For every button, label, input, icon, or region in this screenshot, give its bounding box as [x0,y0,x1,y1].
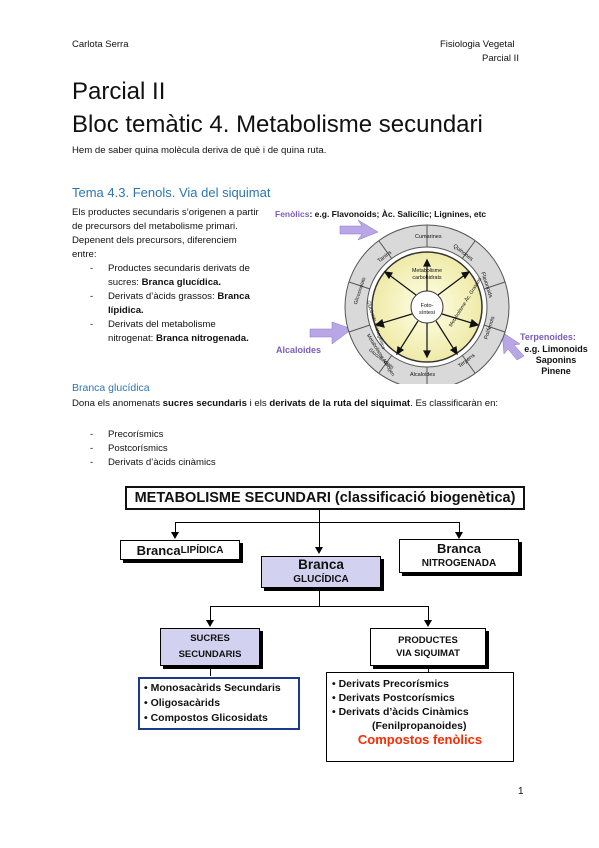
connector [319,522,320,548]
right-list-box: • Derivats Precorísmics • Derivats Postc… [326,672,514,762]
phenolics-caption: Fenòlics: e.g. Flavonoids; Àc. Salicílic… [275,209,486,219]
right-list-item: (Fenilpropanoides) [372,720,467,732]
header-course: Fisiologia Vegetal [440,39,515,50]
connector [319,588,320,606]
branch-type: GLUCÍDICA [293,574,349,585]
arrow-down-icon [206,620,214,627]
terpenoids-label: Terpenoides: [520,332,576,342]
intro-text: Dona els anomenats [72,398,163,409]
arrow-down-icon [424,620,432,627]
connector [210,606,211,620]
productes-siquimat-box: PRODUCTES VIA SIQUIMAT [370,628,486,666]
center-label-line: Foto- [420,303,434,309]
list-item-bold: Branca nitrogenada. [156,333,249,344]
branch-word: Branca [436,541,482,556]
branch-word: Branca [136,542,181,558]
phenolics-arrow [339,219,379,241]
terpenoid-example: Saponins [535,355,577,365]
subsection-intro: Dona els anomenats sucres secundaris i e… [72,397,532,411]
connector [210,666,211,676]
list-item: Derivats d’àcids grassos: Branca lípidic… [72,290,260,318]
box-line: SUCRES [190,633,230,644]
list-item: Precorísmics [72,428,216,442]
study-note: Hem de saber quina molècula deriva de qu… [72,145,327,156]
connector [459,522,460,532]
intro-bold: derivats de la ruta del siquimat [269,398,411,409]
connector [175,522,176,532]
connector [319,510,320,522]
section-heading: Tema 4.3. Fenols. Via del siquimat [72,185,271,200]
terpenoids-arrow [501,331,525,361]
left-list-item: • Monosacàrids Secundaris [144,682,281,694]
diagram-title-box: METABOLISME SECUNDARI (classificació bio… [125,486,525,510]
arrow-down-icon [171,532,179,539]
branch-word: Branca [298,557,344,572]
right-list-item: • Derivats d’àcids Cinàmics [332,706,469,718]
fenolic-compounds-label: Compostos fenòlics [357,732,483,747]
sector-lines [348,225,506,384]
intro-text: i els [246,398,270,409]
connector [428,606,429,620]
branch-list: Productes secundaris derivats de sucres:… [72,262,260,346]
intro-bold: sucres secundaris [162,398,247,409]
phenolics-examples: : e.g. Flavonoids; Àc. Salicílic; Lignin… [309,209,487,219]
section-intro: Els productes secundaris s’origenen a pa… [72,207,259,260]
wheel-diagram [309,219,525,384]
left-list-item: • Oligosacàrids [144,697,221,709]
arrow-down-icon [315,547,323,554]
arrow-down-icon [455,532,463,539]
header-exam: Parcial II [482,53,519,64]
subsection-list: Precorísmics Postcorísmics Derivats d’àc… [72,428,216,470]
page-number: 1 [518,786,524,797]
connector [210,606,428,607]
sector-label-alcaloides: Alcaloides [410,372,436,378]
terpenoid-example: Pinene [541,366,571,376]
list-item: Postcorísmics [72,442,216,456]
list-item-bold: Branca lípidica. [108,291,250,316]
right-list-item: • Derivats Precorísmics [332,678,449,690]
connector [175,522,459,523]
alkaloids-arrow [309,321,353,345]
carbohydrate-label: Metabolisme carbohidrats [400,268,454,282]
section-intro-block: Els productes secundaris s’origenen a pa… [72,206,260,346]
sector-label-cumarines: Cumarines [415,234,442,240]
alkaloids-label: Alcaloides [276,345,322,355]
branch-lipid-box: Branca LIPÍDICA [120,540,240,560]
terpenoid-example: e.g. Limonoids [524,344,588,354]
page-title: Parcial II [72,78,166,105]
terpenoid-examples: e.g. Limonoids Saponins Pinene [514,344,598,377]
list-item: Derivats d’àcids cinàmics [72,456,216,470]
page-subtitle: Bloc temàtic 4. Metabolisme secundari [72,111,483,138]
box-line: PRODUCTES [398,635,458,646]
branch-type: LIPÍDICA [180,544,224,556]
box-line: SECUNDARIS [178,649,242,660]
box-line: VIA SIQUIMAT [396,648,460,659]
list-item-bold: Branca glucídica. [141,277,222,288]
carbohydrate-label-line: carbohidrats [412,275,442,281]
intro-text: . Es classificaràn en: [410,398,499,409]
phenolics-label: Fenòlics [275,209,310,219]
list-item: Derivats del metabolisme nitrogenat: Bra… [72,318,260,346]
sucres-secundaris-box: SUCRES SECUNDARIS [160,628,260,666]
subsection-heading: Branca glucídica [72,382,150,394]
inner-arrows [374,258,480,359]
left-list-item: • Compostos Glicosidats [144,712,268,724]
metabolism-wheel-figure: Fenòlics: e.g. Flavonoids; Àc. Salicílic… [270,204,599,384]
list-item-text: Derivats del metabolisme nitrogenat: [108,319,216,344]
center-label: Foto- síntesi [409,303,445,317]
center-label-line: síntesi [419,310,435,316]
list-item: Productes secundaris derivats de sucres:… [72,262,260,290]
header-author: Carlota Serra [72,39,129,50]
left-list-box: • Monosacàrids Secundaris • Oligosacàrid… [138,677,300,730]
list-item-text: Productes secundaris derivats de sucres: [108,263,250,288]
connector [428,666,429,676]
list-item-text: Derivats d’àcids grassos: [108,291,218,302]
right-list-item: • Derivats Postcorísmics [332,692,455,704]
carbohydrate-label-line: Metabolisme [411,268,443,274]
branch-type: NITROGENADA [421,558,497,569]
